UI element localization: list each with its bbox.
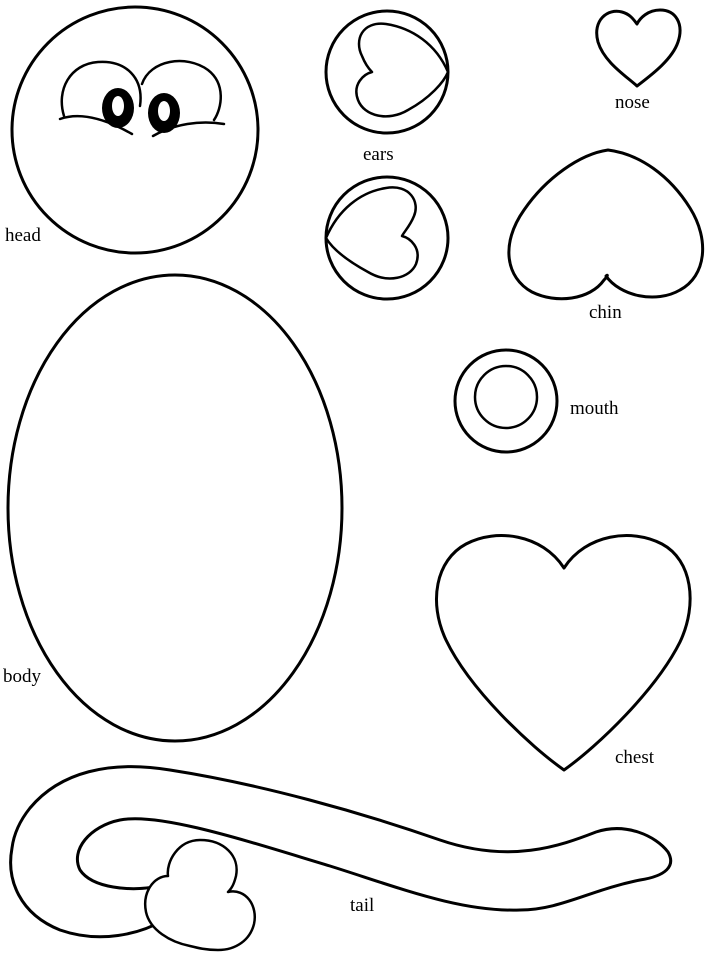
body-piece	[6, 273, 344, 743]
body-label: body	[3, 666, 41, 687]
ear-piece-top	[324, 9, 450, 135]
nose-label: nose	[615, 92, 650, 113]
chest-piece	[434, 534, 692, 772]
right-eyelid-line	[151, 121, 226, 138]
chest-label: chest	[615, 747, 655, 768]
left-eye-outline	[60, 60, 142, 118]
head-label: head	[5, 225, 41, 246]
ears-label: ears	[363, 144, 394, 165]
nose-piece	[595, 8, 682, 88]
right-eye-outline	[140, 59, 222, 122]
ear-piece-bottom	[324, 175, 450, 301]
tail-label: tail	[350, 895, 375, 916]
mouth-label: mouth	[570, 398, 619, 419]
chin-label: chin	[589, 302, 622, 323]
tail-piece	[9, 765, 673, 952]
left-eyelid-line	[58, 114, 134, 136]
chin-piece	[507, 148, 705, 301]
mouth-piece	[453, 348, 559, 454]
tail-heart-tip	[143, 838, 257, 952]
head-piece	[10, 5, 260, 255]
